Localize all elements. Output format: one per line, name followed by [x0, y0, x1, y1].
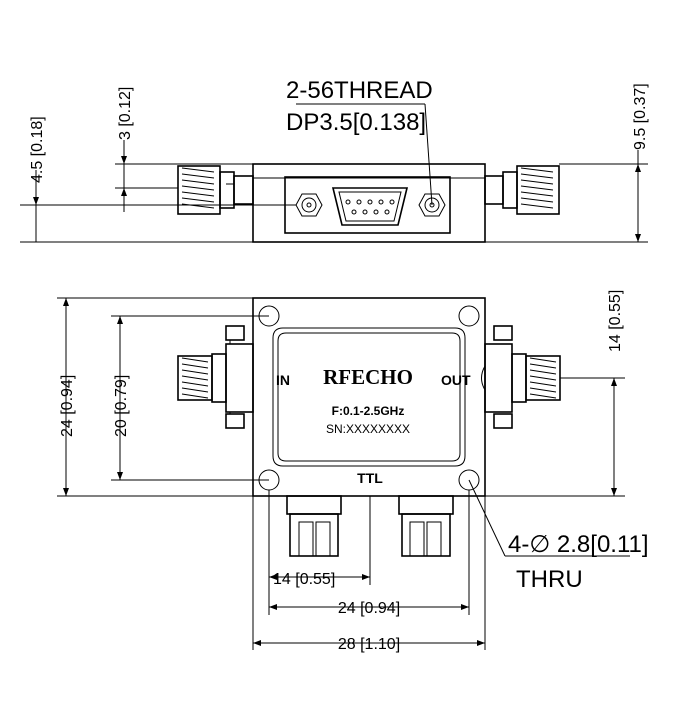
dim-width: 28 [1.10]: [338, 636, 400, 653]
dim-height-inner: 20 [0.79]: [113, 375, 130, 437]
port-ttl-label: TTL: [357, 470, 383, 486]
brand-label: RFECHO: [323, 365, 413, 389]
db9-connector-icon: [331, 187, 409, 226]
sma-connector-icon: [177, 165, 254, 215]
front-view: RFECHO IN OUT TTL F:0.1-2.5GHz SN:XXXXXX…: [57, 290, 649, 653]
dim-ttl-offset: 14 [0.55]: [273, 571, 335, 588]
serial-label: SN:XXXXXXXX: [326, 422, 410, 436]
dim-hole-spacing: 24 [0.94]: [338, 600, 400, 617]
sma-connector-icon: [177, 325, 254, 429]
dim-right: 9.5 [0.37]: [632, 83, 649, 150]
mount-hole: [458, 305, 480, 327]
thread-label: 2-56THREAD: [286, 77, 433, 104]
thread-depth-label: DP3.5[0.138]: [286, 109, 426, 136]
top-view: 2-56THREAD DP3.5[0.138] 4.5 [0.18] 3 [0.…: [20, 77, 649, 243]
frequency-label: F:0.1-2.5GHz: [332, 404, 405, 418]
screw-icon: [295, 193, 323, 217]
dim-height-outer: 24 [0.94]: [59, 375, 76, 437]
dim-connector-height: 14 [0.55]: [607, 290, 624, 352]
sma-connector-icon: [481, 325, 561, 429]
hole-note-thru: THRU: [516, 566, 583, 593]
dim-left-outer: 4.5 [0.18]: [29, 116, 46, 183]
dim-left-inner: 3 [0.12]: [117, 87, 134, 140]
hole-note: 4-∅ 2.8[0.11]: [508, 531, 649, 558]
ttl-connector-icon: [286, 495, 454, 557]
sma-connector-icon: [484, 165, 560, 215]
housing-lid: [272, 327, 466, 467]
port-out-label: OUT: [441, 372, 471, 388]
port-in-label: IN: [276, 372, 290, 388]
